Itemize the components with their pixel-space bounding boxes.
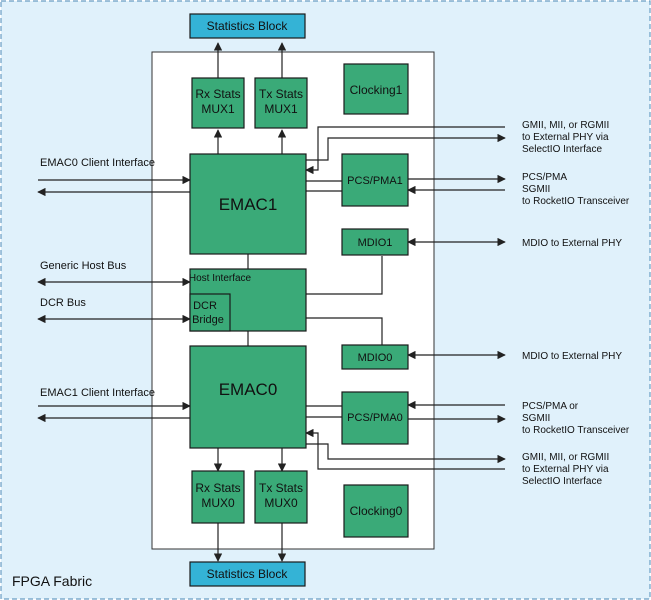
mdio0-label: MDIO0 [358,352,393,364]
mdio1-label: MDIO1 [358,237,393,249]
emac1-block [189,153,307,255]
emac0-label: EMAC0 [219,380,278,399]
gmii-bottom-label-1: GMII, MII, or RGMII [522,452,609,463]
mdio0-block [341,344,409,370]
emac1-label: EMAC1 [219,195,278,214]
clocking0-label: Clocking0 [350,504,403,518]
pcs-pma0-label: PCS/PMA0 [347,412,403,424]
rx-stats-mux0-block [191,470,245,524]
dcr-bridge-label-2: Bridge [192,314,224,326]
generic-host-bus-label: Generic Host Bus [40,260,127,272]
gmii-top-label-3: SelectIO Interface [522,144,602,155]
statistics-block-bottom-label: Statistics Block [207,567,289,581]
pcs-bottom-label-2: SGMII [522,413,550,424]
tx-stats-mux1-block [254,77,308,129]
host-to-mdio0-link [306,317,383,345]
gmii-top-label-2: to External PHY via [522,132,609,143]
rx-stats-mux1-label-2: MUX1 [201,102,235,116]
rx-stats-mux1-label-1: Rx Stats [195,87,240,101]
tx-stats-mux0-label-1: Tx Stats [259,481,303,495]
statistics-block-bottom [189,561,306,587]
connections [37,42,506,562]
rx-stats-mux1-block [191,77,245,129]
gmii-bottom-out-arrow [306,443,506,464]
clocking0-block [343,484,409,538]
dcr-bridge-block [189,293,231,332]
tx-stats-mux1-label-2: MUX1 [264,102,298,116]
pcs-pma0-block [341,391,409,445]
emac0-block [189,345,307,449]
gmii-top-out-arrow [306,133,506,161]
pcs-top-label-2: SGMII [522,184,550,195]
emac1-client-interface-label: EMAC1 Client Interface [40,387,155,399]
gmii-bottom-label-3: SelectIO Interface [522,476,602,487]
pcs-bottom-label-1: PCS/PMA or [522,401,579,412]
tx-stats-mux0-block [254,470,308,524]
statistics-block-top-label: Statistics Block [207,19,289,33]
pcs-top-label-1: PCS/PMA [522,172,567,183]
pcs-pma1-block [341,153,409,207]
mdio1-block [341,228,409,256]
gmii-bottom-in-arrow [305,428,505,470]
pcs-bottom-label-3: to RocketIO Transceiver [522,425,630,436]
dcr-bridge-label-1: DCR [193,300,217,312]
tx-stats-mux0-label-2: MUX0 [264,496,298,510]
pcs-pma1-label: PCS/PMA1 [347,175,403,187]
fabric-label: FPGA Fabric [12,573,92,589]
rx-stats-mux0-label-1: Rx Stats [195,481,240,495]
gmii-bottom-label-2: to External PHY via [522,464,609,475]
clocking1-block [343,63,409,115]
host-to-mdio1-link [306,256,383,295]
statistics-block-top [189,13,306,39]
pcs-top-label-3: to RocketIO Transceiver [522,196,630,207]
mdio-top-label: MDIO to External PHY [522,238,622,249]
host-interface-label: Host Interface [189,273,252,284]
clocking1-label: Clocking1 [350,83,403,97]
dcr-bus-label: DCR Bus [40,297,86,309]
mdio-bottom-label: MDIO to External PHY [522,351,622,362]
gmii-top-in-arrow [305,126,505,175]
rx-stats-mux0-label-2: MUX0 [201,496,235,510]
gmii-top-label-1: GMII, MII, or RGMII [522,120,609,131]
emac0-client-interface-label: EMAC0 Client Interface [40,157,155,169]
tx-stats-mux1-label-1: Tx Stats [259,87,303,101]
